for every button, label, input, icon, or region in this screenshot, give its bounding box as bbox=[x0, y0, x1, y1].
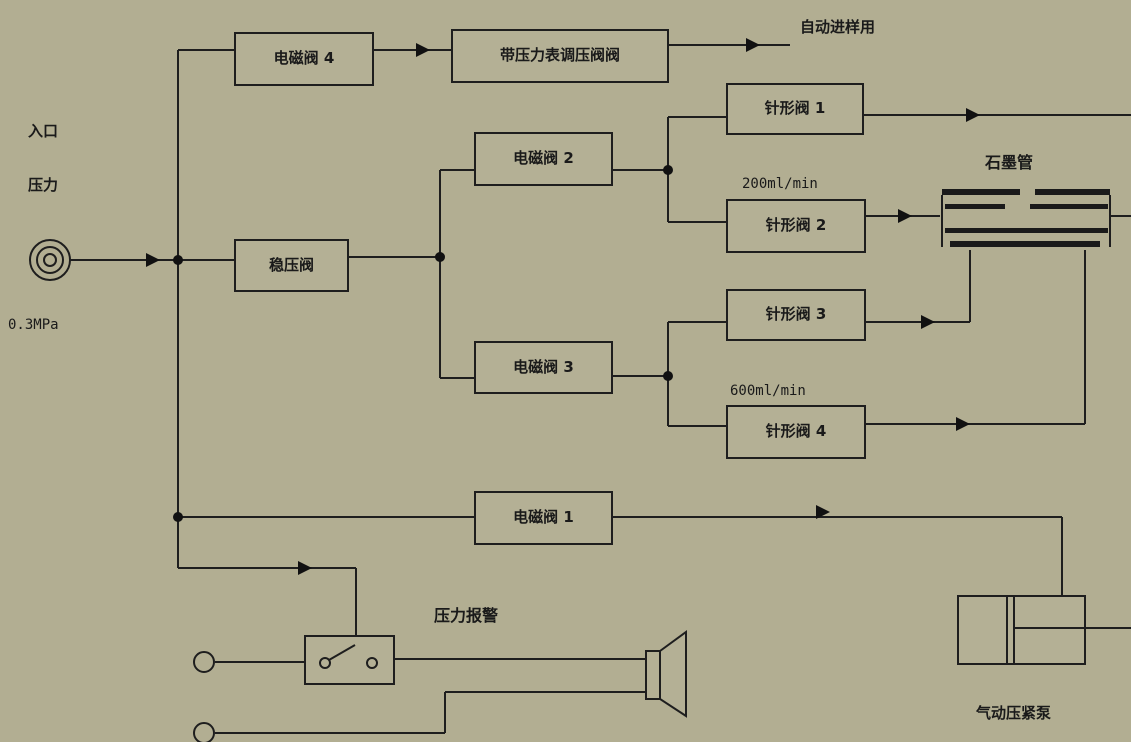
component-boxes bbox=[234, 29, 866, 545]
graphite-tube-icon bbox=[941, 189, 1111, 247]
pneumatic-cylinder-icon bbox=[957, 595, 1086, 665]
inlet-pressure-label: 压力 bbox=[28, 176, 59, 194]
pipe-lines bbox=[70, 44, 1131, 734]
graphite-tube-label: 石墨管 bbox=[985, 153, 1034, 172]
solenoid-valve-1: 电磁阀 1 bbox=[513, 508, 574, 526]
needle-valve-3: 针形阀 3 bbox=[765, 305, 827, 323]
solenoid-valve-2: 电磁阀 2 bbox=[513, 149, 574, 167]
needle-valve-1: 针形阀 1 bbox=[764, 99, 826, 117]
stabilizer-valve: 稳压阀 bbox=[268, 256, 314, 274]
inlet-port-icon bbox=[29, 239, 71, 281]
solenoid-valve-4: 电磁阀 4 bbox=[273, 49, 335, 67]
alarm-horn-icon bbox=[645, 630, 687, 718]
solenoid-valve-3: 电磁阀 3 bbox=[513, 358, 574, 376]
flow-rate-200-label: 200ml/min bbox=[742, 176, 818, 192]
flow-rate-600-label: 600ml/min bbox=[730, 383, 806, 399]
inlet-label: 入口 bbox=[28, 122, 59, 140]
pressure-switch-icon bbox=[304, 635, 395, 685]
pressure-alarm-label: 压力报警 bbox=[434, 606, 499, 625]
flow-arrows bbox=[146, 38, 980, 575]
needle-valve-2: 针形阀 2 bbox=[765, 216, 827, 234]
auto-sampling-label: 自动进样用 bbox=[800, 18, 876, 36]
needle-valve-4: 针形阀 4 bbox=[765, 422, 827, 440]
pneumatic-pump-label: 气动压紧泵 bbox=[976, 704, 1052, 722]
inlet-pressure-value: 0.3MPa bbox=[8, 317, 59, 333]
terminal-icon bbox=[193, 651, 215, 673]
terminal-icon bbox=[193, 722, 215, 742]
junction-dots bbox=[173, 165, 673, 522]
pressure-regulator-valve: 带压力表调压阀阀 bbox=[499, 46, 620, 64]
